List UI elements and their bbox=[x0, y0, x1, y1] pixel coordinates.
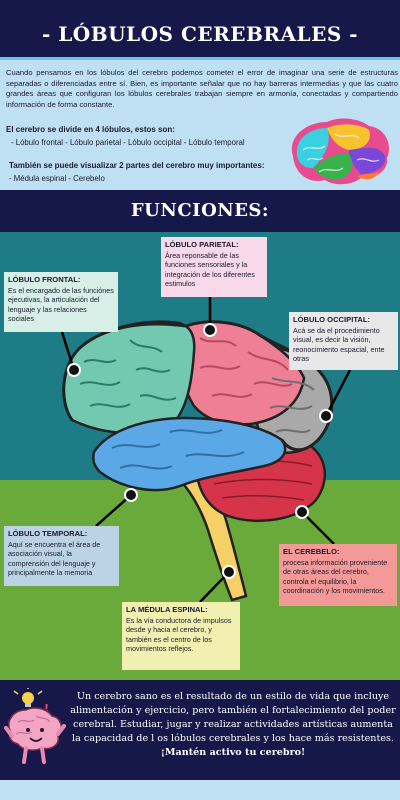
callout-parietal-text: Área reponsable de las funciones sensori… bbox=[165, 250, 255, 289]
functions-banner bbox=[0, 190, 400, 232]
callout-occipital: LÓBULO OCCIPITAL: Acá se da el procedimi… bbox=[289, 312, 398, 370]
callout-medula-title: LA MÉDULA ESPINAL: bbox=[126, 605, 208, 614]
callout-parietal-title: LÓBULO PARIETAL: bbox=[165, 240, 239, 249]
colorful-brain-illustration bbox=[291, 118, 389, 185]
lobes-heading: El cerebro se divide en 4 lóbulos, estos… bbox=[6, 125, 175, 134]
temporal-lobe bbox=[92, 416, 287, 492]
header-banner bbox=[0, 0, 400, 60]
footer-text: Un cerebro sano es el resultado de un es… bbox=[70, 691, 396, 744]
intro-paragraph: Cuando pensamos en los lóbulos del cereb… bbox=[6, 68, 398, 109]
parts-heading: También se puede visualizar 2 partes del… bbox=[9, 161, 265, 170]
footer-banner bbox=[0, 680, 400, 780]
parts-list: - Médula espinal - Cerebelo bbox=[9, 174, 105, 183]
footer-strip bbox=[0, 780, 400, 800]
callout-cerebelo-title: EL CEREBELO: bbox=[283, 547, 340, 556]
callout-medula-text: Es la vía conductora de impulsos desde y… bbox=[126, 615, 232, 654]
callout-temporal: LÓBULO TEMPORAL: Aquí se encuentra el ár… bbox=[4, 526, 119, 586]
callout-cerebelo-text: procesa información proveniente de otras… bbox=[283, 557, 388, 596]
callout-occipital-text: Acá se da el procedimiento visual, es de… bbox=[293, 325, 385, 364]
footer-cta: ¡Mantén activo tu cerebro! bbox=[160, 747, 306, 758]
svg-text:!: ! bbox=[44, 702, 49, 715]
callout-medula: LA MÉDULA ESPINAL: Es la vía conductora … bbox=[122, 602, 240, 670]
frontal-lobe bbox=[62, 320, 196, 434]
footer-message: Un cerebro sano es el resultado de un es… bbox=[70, 690, 396, 760]
lobes-list: - Lóbulo frontal - Lóbulo parietal - Lób… bbox=[11, 138, 245, 147]
callout-frontal: LÓBULO FRONTAL: Es el encargado de las f… bbox=[4, 272, 118, 332]
callout-temporal-text: Aquí se encuentra el área de asociación … bbox=[8, 539, 101, 578]
callout-frontal-title: LÓBULO FRONTAL: bbox=[8, 275, 81, 284]
functions-title: FUNCIONES: bbox=[130, 200, 270, 221]
callout-frontal-text: Es el encargado de las funciónes ejecuti… bbox=[8, 285, 114, 324]
callout-temporal-title: LÓBULO TEMPORAL: bbox=[8, 529, 88, 538]
brain-lobes-diagram bbox=[60, 297, 352, 603]
callout-occipital-title: LÓBULO OCCIPITAL: bbox=[293, 315, 371, 324]
page-title: - LÓBULOS CEREBRALES - bbox=[41, 22, 359, 46]
parietal-lobe bbox=[178, 320, 306, 426]
callout-cerebelo: EL CEREBELO: procesa información proveni… bbox=[279, 544, 397, 606]
happy-brain-icon: ! bbox=[4, 688, 66, 764]
callout-parietal: LÓBULO PARIETAL: Área reponsable de las … bbox=[161, 237, 267, 297]
